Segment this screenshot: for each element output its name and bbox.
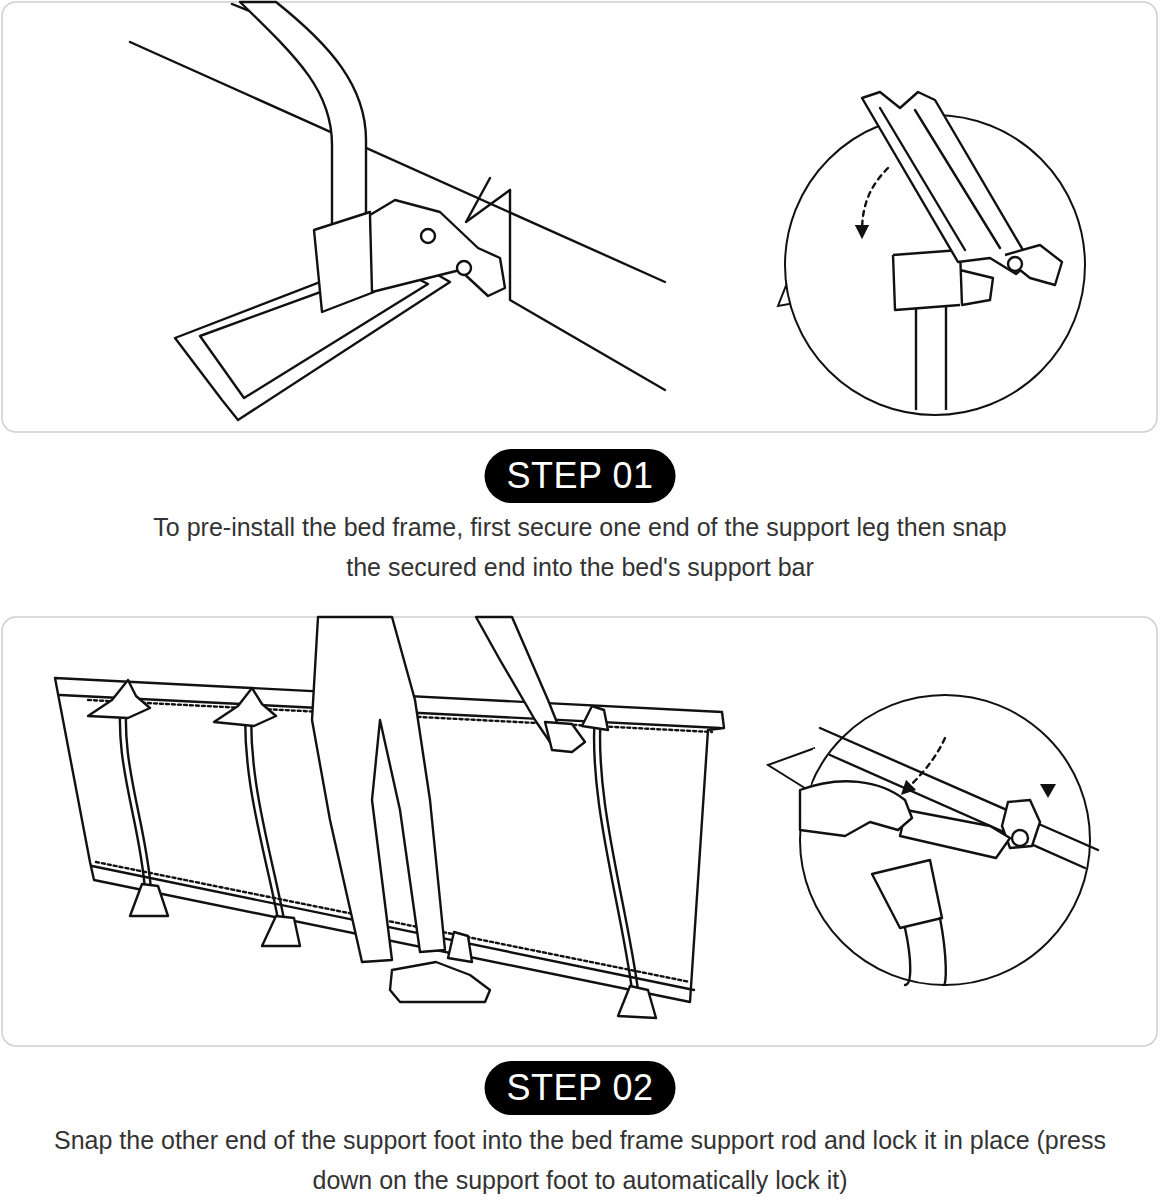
leg-block	[872, 860, 942, 928]
support-leg	[120, 690, 151, 890]
instruction-text: Snap the other end of the support foot i…	[25, 1120, 1135, 1200]
hinge-pin	[457, 261, 471, 275]
leg-tube	[916, 300, 946, 410]
person-legs	[312, 617, 445, 962]
panel-frame	[2, 2, 1157, 432]
person-shoe	[390, 962, 490, 1002]
support-leg	[245, 698, 286, 930]
seam-line	[96, 862, 690, 982]
support-leg	[175, 2, 505, 420]
leg-foot	[448, 932, 472, 962]
person	[312, 617, 585, 1002]
clamp-hook	[1005, 245, 1062, 285]
leg-foot	[130, 884, 168, 916]
motion-arrow	[862, 168, 888, 232]
clamp-lever	[900, 810, 1010, 858]
rail-edge	[466, 178, 510, 222]
leg-block	[314, 212, 374, 312]
hand	[800, 781, 912, 836]
rail-edge	[510, 190, 665, 390]
step-number: STEP 01	[507, 453, 654, 499]
detail-callout	[768, 695, 1098, 985]
person-hand	[545, 722, 585, 752]
clamp-lever	[880, 108, 1000, 250]
leg-clamp	[582, 706, 608, 730]
step-badge: STEP 01	[485, 449, 676, 503]
instruction-text: To pre-install the bed frame, first secu…	[150, 507, 1010, 587]
step-badge: STEP 02	[485, 1061, 676, 1115]
callout-tail	[768, 748, 815, 790]
support-leg	[594, 712, 638, 990]
leg-foot	[262, 916, 300, 946]
callout-tail	[808, 749, 815, 789]
detail-callout	[778, 92, 1085, 415]
leg-clamp	[88, 680, 150, 718]
leg-tube	[240, 2, 366, 225]
clamp-lever	[370, 200, 505, 296]
direction-mark	[1040, 784, 1056, 798]
callout-tail	[801, 250, 812, 300]
hinge-pin	[1008, 257, 1022, 271]
motion-arrow	[906, 738, 945, 790]
leg-tube	[905, 918, 946, 985]
clamp-lever	[862, 92, 1030, 274]
hinge-pin	[421, 229, 435, 243]
leg-foot	[618, 986, 656, 1018]
leg-clamp	[214, 688, 276, 726]
step-number: STEP 02	[507, 1065, 654, 1111]
panel-frame	[2, 617, 1157, 1046]
hinge-pin	[1012, 830, 1028, 846]
